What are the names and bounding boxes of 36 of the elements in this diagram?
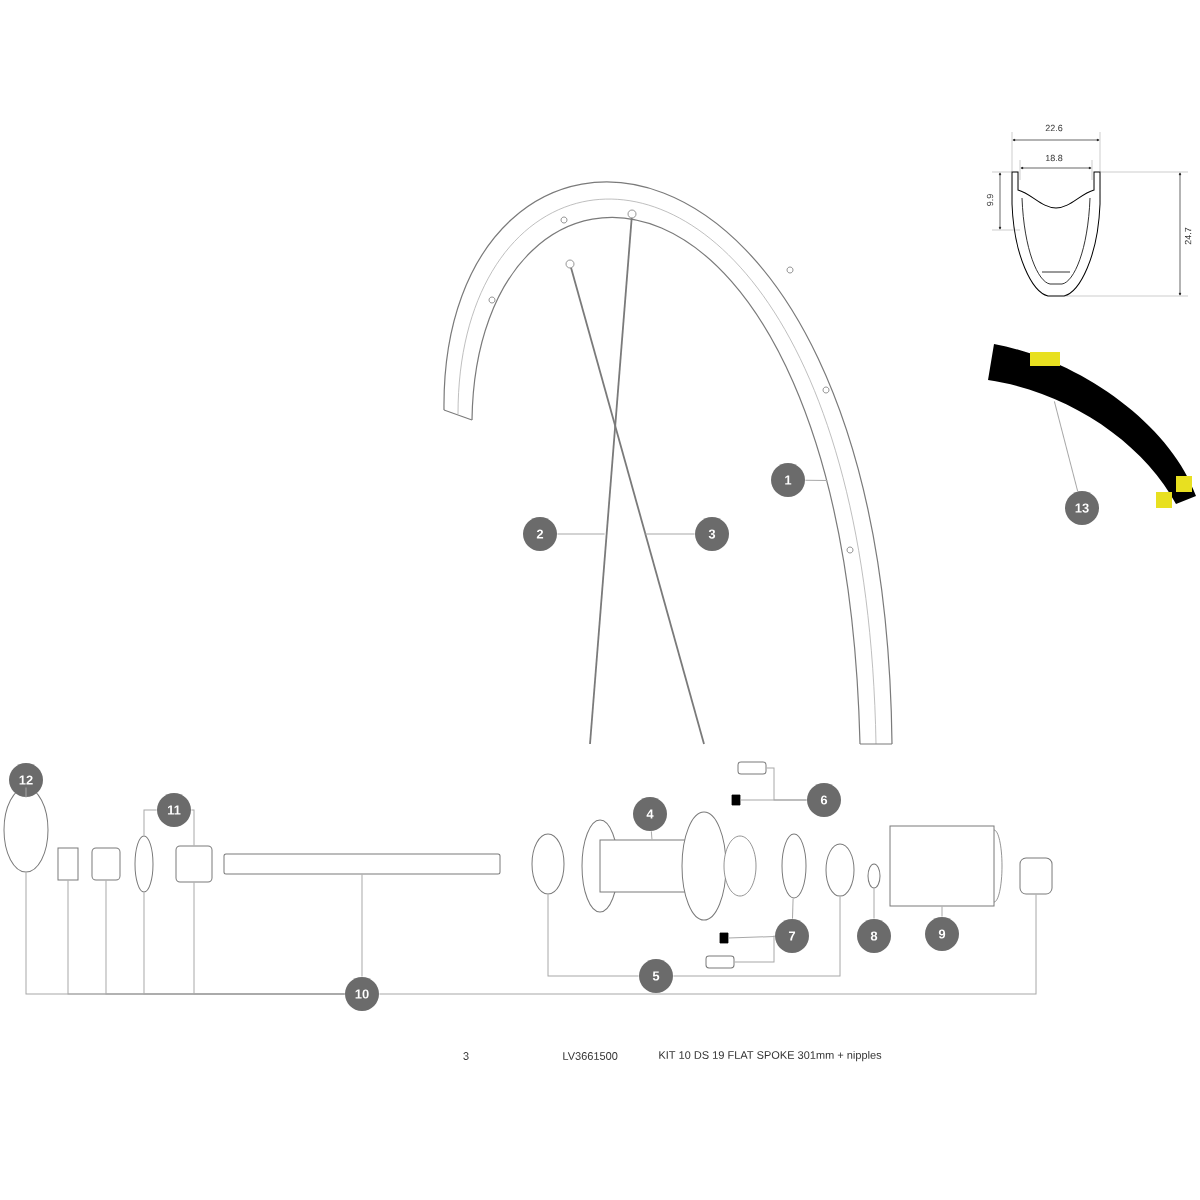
- leader-line: [734, 935, 776, 963]
- clip-drawing: [705, 955, 735, 969]
- washer-drawing: [867, 863, 881, 889]
- washer-drawing: [134, 835, 154, 893]
- pawl-drawing: [719, 932, 729, 944]
- leader-line: [941, 906, 943, 918]
- leader-line: [361, 874, 363, 978]
- leader-line: [193, 882, 346, 995]
- leader-line: [190, 809, 195, 846]
- leader-line: [556, 533, 606, 535]
- leader-line: [792, 897, 794, 920]
- nut-drawing: [57, 847, 79, 881]
- leader-line: [739, 799, 808, 801]
- pawl-drawing: [731, 794, 741, 806]
- leader-line: [378, 894, 1037, 995]
- clip-drawing: [737, 761, 767, 775]
- rim-drawing: [443, 181, 893, 745]
- leader-line: [873, 888, 875, 920]
- spacer-drawing: [91, 847, 121, 881]
- axle-drawing: [223, 853, 501, 875]
- adapter-drawing: [175, 845, 213, 883]
- leader-line: [672, 896, 841, 977]
- bearing-drawing: [825, 843, 855, 897]
- freehub-body-drawing: [889, 825, 1003, 907]
- leader-line: [143, 809, 158, 836]
- end-cap-drawing: [3, 787, 49, 873]
- leader-line: [1053, 400, 1079, 492]
- leader-line: [727, 936, 776, 939]
- leader-line: [644, 533, 696, 535]
- leader-line: [547, 894, 640, 977]
- leader-line: [804, 479, 828, 481]
- end-cap-drawing: [1019, 857, 1053, 895]
- bearing-drawing: [531, 833, 565, 895]
- leader-line: [650, 830, 653, 840]
- seal-ring-drawing: [781, 833, 807, 899]
- hub-shell-drawing: [581, 811, 757, 921]
